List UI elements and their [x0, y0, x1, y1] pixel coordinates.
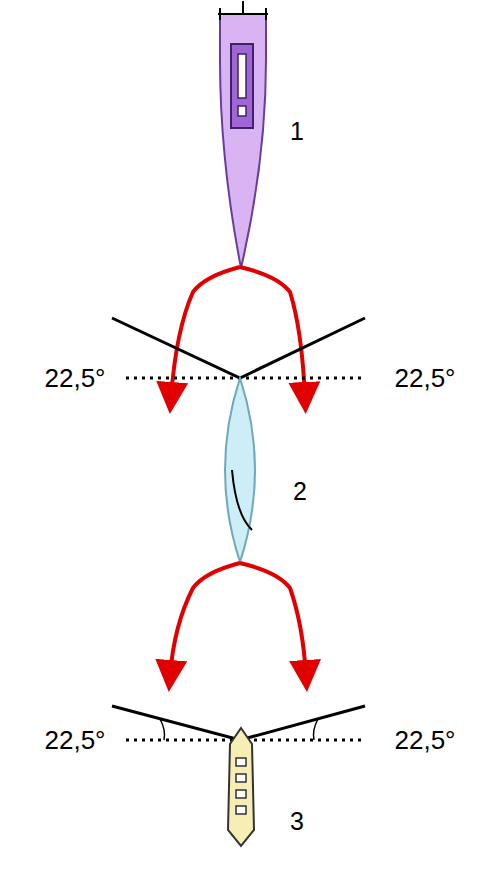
light-beam	[170, 563, 306, 676]
callout-number: 1	[288, 118, 306, 146]
angle-lines	[112, 318, 366, 378]
lens	[225, 378, 255, 562]
angle-label: 22,5°	[392, 364, 457, 393]
angle-label: 22,5°	[42, 726, 107, 755]
callout-number: 2	[291, 478, 309, 506]
angle-label: 22,5°	[42, 364, 107, 393]
boat	[228, 728, 254, 846]
angle-label: 22,5°	[392, 726, 457, 755]
callout-number: 3	[288, 808, 306, 836]
light-source	[218, 1, 268, 268]
